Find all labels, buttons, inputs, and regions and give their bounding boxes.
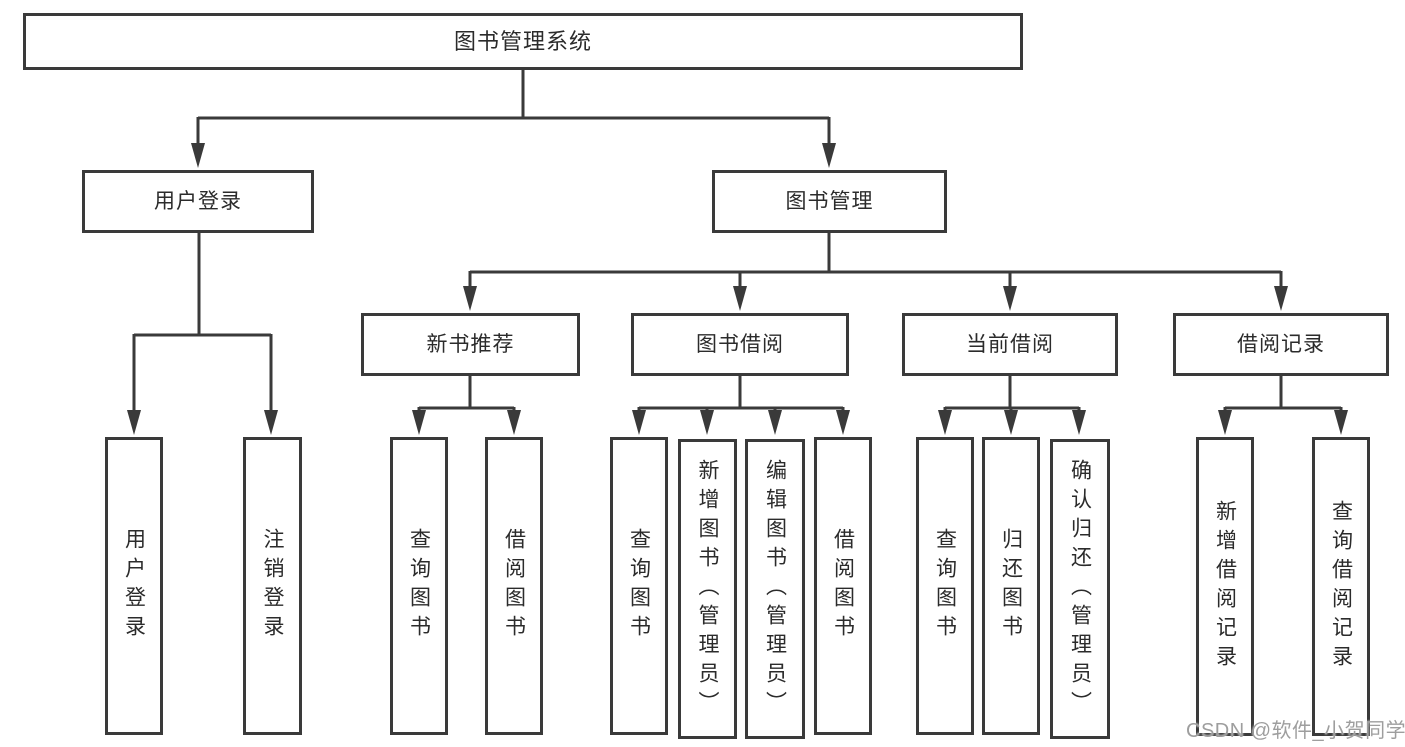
leaf-cb-confirm-return-admin: 确认归还（管理员） xyxy=(1050,439,1110,739)
node-root: 图书管理系统 xyxy=(23,13,1023,70)
leaf-logout: 注销登录 xyxy=(243,437,302,735)
leaf-nbr-borrow-books: 借阅图书 xyxy=(485,437,543,735)
leaf-br-add-record: 新增借阅记录 xyxy=(1196,437,1254,736)
leaf-bb-query-books: 查询图书 xyxy=(610,437,668,735)
leaf-br-query-record: 查询借阅记录 xyxy=(1312,437,1370,736)
leaf-cb-return-books: 归还图书 xyxy=(982,437,1040,735)
leaf-nbr-query-books: 查询图书 xyxy=(390,437,448,735)
leaf-bb-edit-books-admin: 编辑图书（管理员） xyxy=(745,439,805,739)
leaf-bb-add-books-admin: 新增图书（管理员） xyxy=(678,439,737,739)
node-book-management: 图书管理 xyxy=(712,170,947,233)
node-book-borrowing: 图书借阅 xyxy=(631,313,849,376)
node-user-login-branch: 用户登录 xyxy=(82,170,314,233)
node-current-borrowing: 当前借阅 xyxy=(902,313,1118,376)
leaf-user-login: 用户登录 xyxy=(105,437,163,735)
node-borrowing-records: 借阅记录 xyxy=(1173,313,1389,376)
watermark: CSDN @软件_小贺同学 xyxy=(1186,720,1405,742)
leaf-cb-query-books: 查询图书 xyxy=(916,437,974,735)
arrowhead-icons xyxy=(127,143,1348,435)
node-new-book-recommend: 新书推荐 xyxy=(361,313,580,376)
leaf-bb-borrow-books: 借阅图书 xyxy=(814,437,872,735)
